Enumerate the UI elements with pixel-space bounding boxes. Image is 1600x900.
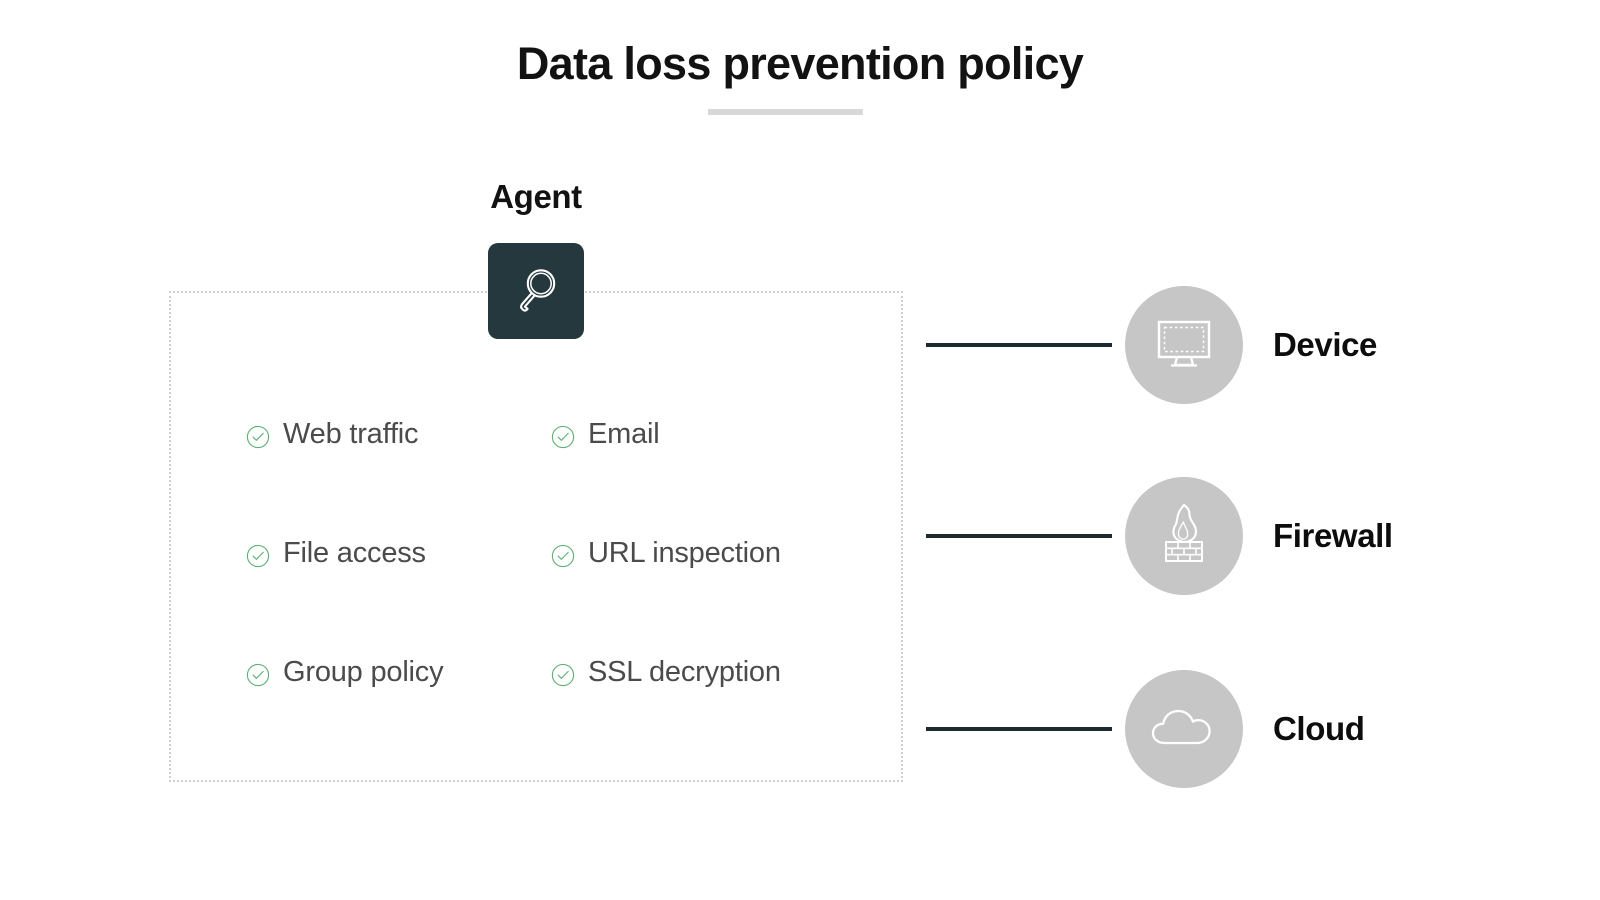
cloud-icon (1147, 702, 1221, 757)
node-firewall[interactable]: Firewall (926, 477, 1446, 595)
capability-item-file-access[interactable]: File access (246, 539, 551, 658)
capability-item-url-inspection[interactable]: URL inspection (551, 539, 856, 658)
node-label-cloud: Cloud (1273, 710, 1365, 747)
node-label-device: Device (1273, 326, 1378, 363)
node-icon-circle-firewall (1125, 477, 1243, 595)
node-cloud[interactable]: Cloud (926, 670, 1446, 788)
capability-item-email[interactable]: Email (551, 420, 856, 539)
capability-label: Group policy (283, 656, 444, 688)
node-icon-circle-device (1125, 286, 1243, 404)
capability-item-web-traffic[interactable]: Web traffic (246, 420, 551, 539)
agent-icon-tile[interactable] (488, 243, 584, 339)
connector-line-device (926, 343, 1112, 347)
capability-label: File access (283, 537, 426, 569)
check-circle-icon (551, 544, 575, 573)
node-icon-circle-cloud (1125, 670, 1243, 788)
check-circle-icon (551, 425, 575, 454)
title-underline-rule (708, 109, 863, 115)
monitor-icon (1150, 313, 1218, 378)
firewall-icon (1153, 502, 1215, 571)
page-title: Data loss prevention policy (516, 38, 1084, 89)
magnifier-icon (508, 261, 564, 322)
connector-line-cloud (926, 727, 1112, 731)
capability-label: Web traffic (283, 418, 419, 450)
connector-line-firewall (926, 534, 1112, 538)
capability-label: URL inspection (588, 537, 781, 569)
capability-label: Email (588, 418, 660, 450)
node-device[interactable]: Device (926, 286, 1446, 404)
check-circle-icon (246, 425, 270, 454)
check-circle-icon (551, 663, 575, 692)
node-label-firewall: Firewall (1273, 517, 1393, 554)
check-circle-icon (246, 663, 270, 692)
capability-grid: Web traffic Email File access URL inspec… (246, 420, 866, 777)
capability-item-ssl-decryption[interactable]: SSL decryption (551, 658, 856, 777)
agent-label: Agent (490, 178, 582, 215)
check-circle-icon (246, 544, 270, 573)
capability-item-group-policy[interactable]: Group policy (246, 658, 551, 777)
capability-label: SSL decryption (588, 656, 781, 688)
